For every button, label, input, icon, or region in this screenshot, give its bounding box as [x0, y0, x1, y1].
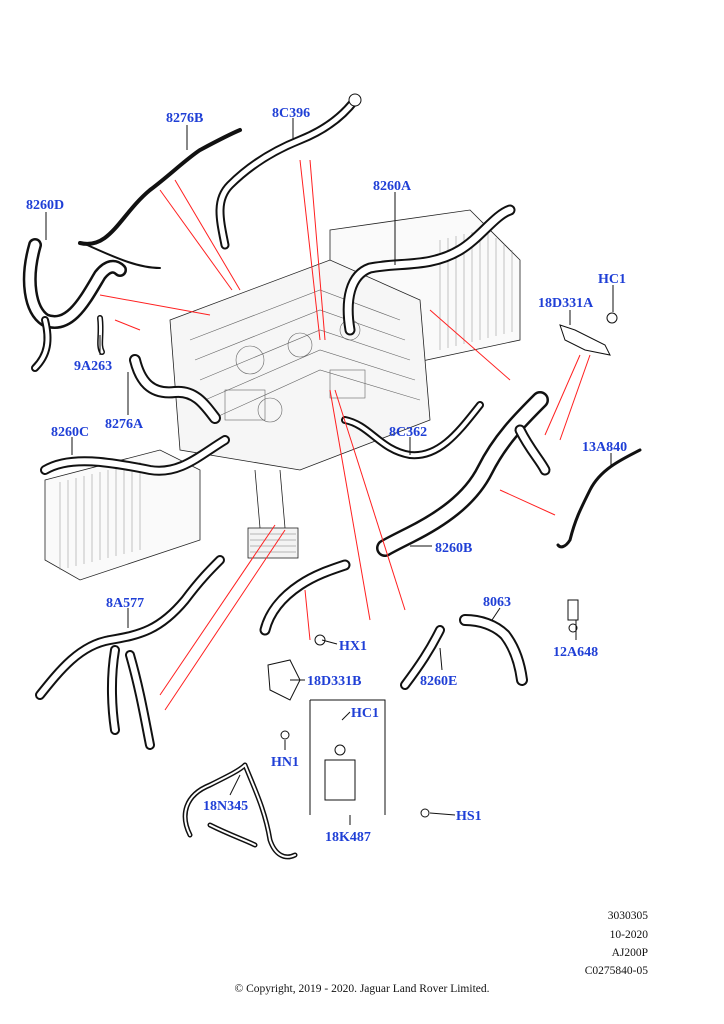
group-bracket-18k487 — [309, 699, 386, 815]
copyright-notice: © Copyright, 2019 - 2020. Jaguar Land Ro… — [234, 983, 490, 995]
label-8C396[interactable]: 8C396 — [272, 106, 310, 121]
callout-lines — [99, 159, 591, 711]
diagram-date: 10-2020 — [609, 929, 648, 941]
leader-lines — [45, 118, 614, 825]
hoses — [22, 95, 642, 860]
diagram-model: AJ200P — [611, 947, 648, 959]
small-parts — [267, 93, 618, 818]
label-HS1[interactable]: HS1 — [456, 809, 482, 824]
cooling-pack-illustration — [44, 209, 521, 581]
diagram-reference: C0275840-05 — [584, 965, 648, 977]
label-HC1-top[interactable]: HC1 — [598, 272, 626, 287]
label-18D331A[interactable]: 18D331A — [538, 296, 594, 311]
label-8C362[interactable]: 8C362 — [389, 425, 427, 440]
label-HC1-bottom[interactable]: HC1 — [351, 706, 379, 721]
label-HN1[interactable]: HN1 — [271, 755, 299, 770]
label-8260E[interactable]: 8260E — [420, 674, 457, 689]
label-8260C[interactable]: 8260C — [51, 425, 89, 440]
diagram-code-line1: 3030305 — [607, 910, 648, 922]
label-12A648[interactable]: 12A648 — [553, 645, 598, 660]
label-8260A[interactable]: 8260A — [373, 179, 412, 194]
label-8A577[interactable]: 8A577 — [106, 596, 144, 611]
label-18N345[interactable]: 18N345 — [203, 799, 248, 814]
label-18K487[interactable]: 18K487 — [325, 830, 371, 845]
label-8063[interactable]: 8063 — [483, 595, 511, 610]
label-8260D[interactable]: 8260D — [26, 198, 64, 213]
label-8276A[interactable]: 8276A — [105, 417, 144, 432]
label-8276B[interactable]: 8276B — [166, 111, 203, 126]
label-HX1[interactable]: HX1 — [339, 639, 367, 654]
label-18D331B[interactable]: 18D331B — [307, 674, 361, 689]
label-8260B[interactable]: 8260B — [435, 541, 472, 556]
label-9A263[interactable]: 9A263 — [74, 359, 112, 374]
label-13A840[interactable]: 13A840 — [582, 440, 627, 455]
part-labels: 8276B 8C396 8260D 8260A HC1 18D331A 9A26… — [26, 106, 627, 845]
